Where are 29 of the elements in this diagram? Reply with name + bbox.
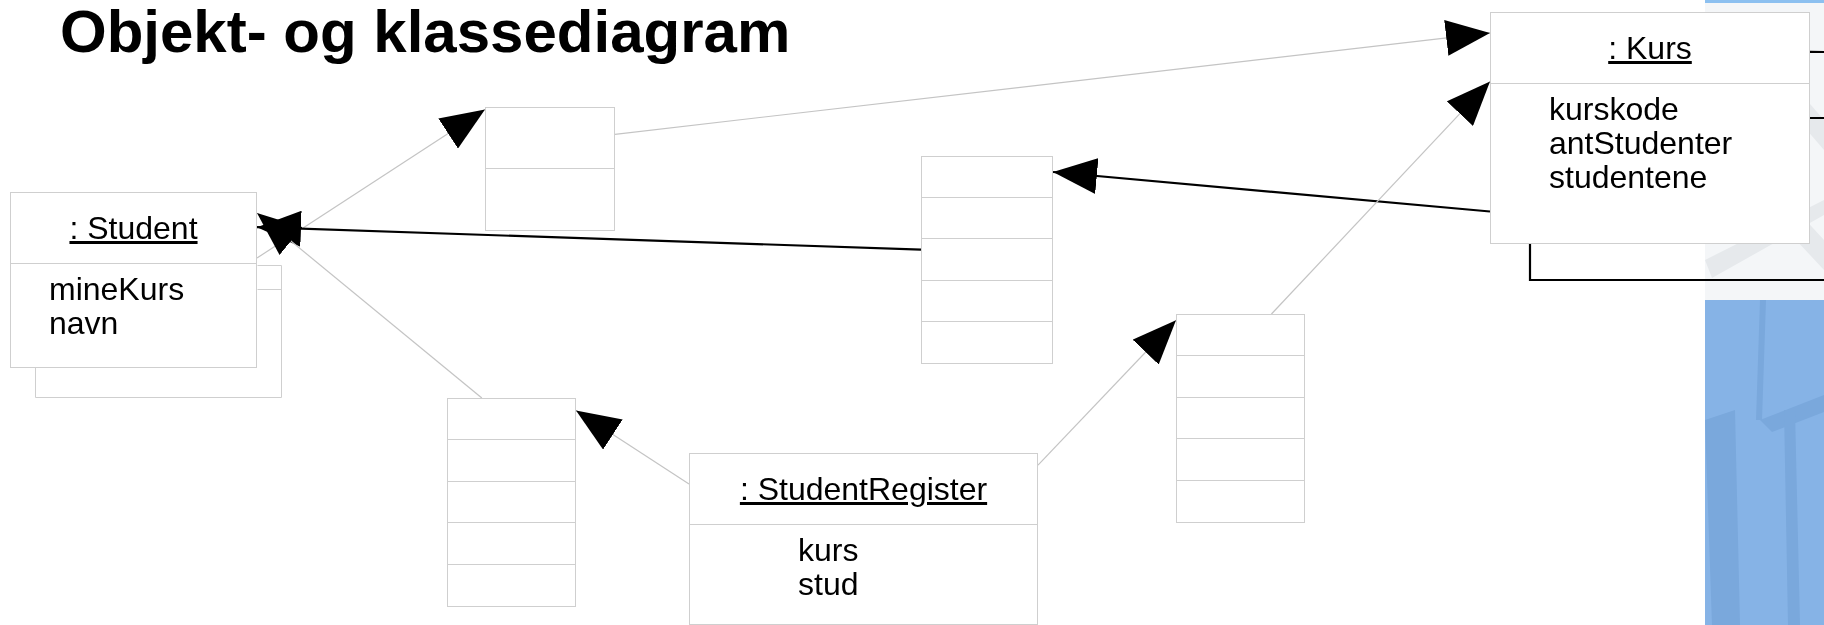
connector-line	[1528, 244, 1824, 282]
object-box	[10, 192, 257, 368]
object-box	[689, 453, 1038, 625]
attribute-name: antStudenter	[1548, 126, 1733, 160]
arrow	[1052, 158, 1491, 213]
array-box	[921, 156, 1053, 364]
object-name: : StudentRegister	[739, 471, 988, 507]
connector-line	[1810, 116, 1824, 120]
array-box	[447, 398, 576, 607]
arrow	[1270, 81, 1491, 315]
attribute-name: kurskode	[1548, 92, 1679, 126]
object-name: : Student	[69, 210, 198, 246]
arrow	[256, 108, 486, 259]
attribute-name: studentene	[1548, 160, 1708, 194]
arrow	[256, 212, 483, 399]
attribute-name: mineKurs	[48, 272, 185, 306]
arrow	[614, 20, 1491, 135]
attribute-name: stud	[797, 567, 859, 601]
object-box	[1490, 12, 1810, 244]
array-box	[485, 107, 615, 231]
attribute-name: kurs	[797, 533, 859, 567]
title: Objekt- og klassediagram	[60, 0, 791, 66]
connector-line	[1810, 50, 1824, 54]
arrow	[1037, 319, 1177, 466]
array-box	[1176, 314, 1305, 523]
arrow	[575, 409, 690, 485]
attribute-name: navn	[48, 306, 119, 340]
object-name: : Kurs	[1608, 30, 1692, 66]
arrow	[256, 210, 922, 251]
